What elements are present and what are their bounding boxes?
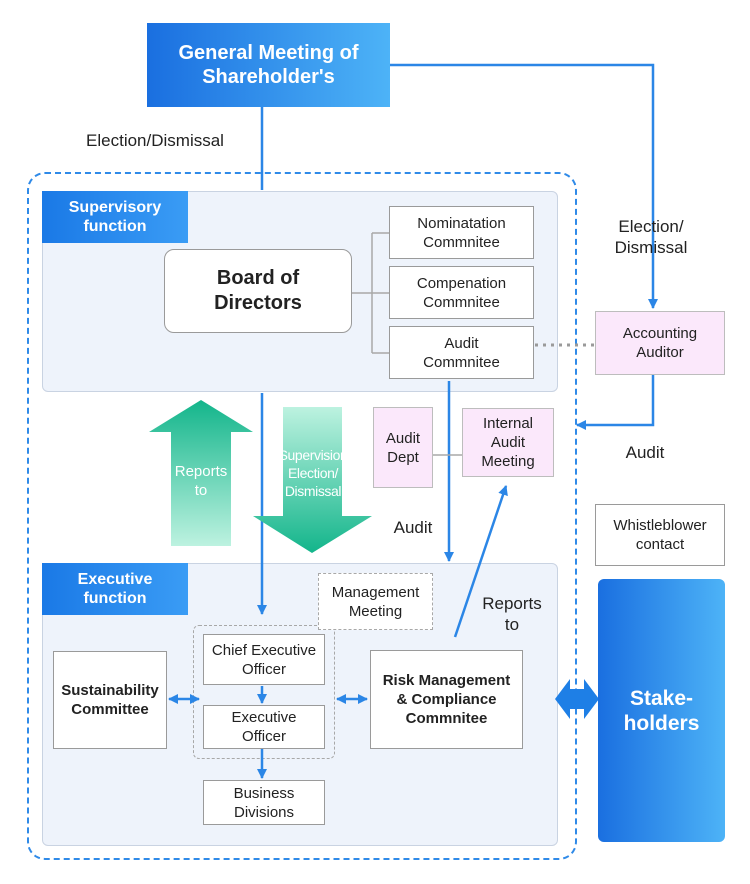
election-right-label: Election/ Dismissal bbox=[614, 217, 688, 257]
accounting-auditor-box: Accounting Auditor bbox=[595, 311, 725, 375]
shareholders-title: General Meeting of Shareholder's bbox=[178, 42, 359, 88]
auditor-audit-label: Audit bbox=[625, 443, 665, 462]
auditor-audit-arrow bbox=[576, 374, 655, 430]
reports-to-right-label: Reports to bbox=[482, 594, 542, 634]
business-divisions-box: Business Divisions bbox=[203, 780, 325, 825]
election-dismissal-label: Election/Dismissal bbox=[86, 131, 224, 150]
whistleblower-contact-box: Whistleblower contact bbox=[595, 504, 725, 566]
shareholders-to-auditor-arrow bbox=[390, 63, 658, 309]
risk-compliance-committee-box: Risk Management & Compliance Commnitee bbox=[370, 650, 523, 749]
reports-to-arrow-label: Reports to bbox=[174, 463, 228, 499]
board-of-directors-box: Board of Directors bbox=[164, 249, 352, 333]
audit-committee-box: Audit Commnitee bbox=[389, 326, 534, 379]
audit-center-label: Audit bbox=[393, 518, 433, 537]
supervision-arrow-label: Supervision Election/ Dismissal bbox=[278, 447, 348, 499]
officer-group bbox=[193, 625, 335, 759]
sustainability-committee-box: Sustainability Committee bbox=[53, 651, 167, 749]
ceo-box: Chief Executive Officer bbox=[203, 634, 325, 685]
stakeholders-box: Stake- holders bbox=[598, 579, 725, 842]
audit-dept-box: Audit Dept bbox=[373, 407, 433, 488]
supervisory-tag: Supervisory function bbox=[42, 191, 188, 243]
stakeholders-double-arrow bbox=[555, 679, 599, 719]
executive-officer-box: Executive Officer bbox=[203, 705, 325, 749]
shareholders-box: General Meeting of Shareholder's bbox=[147, 23, 390, 107]
internal-audit-meeting-box: Internal Audit Meeting bbox=[462, 408, 554, 477]
committee-bracket bbox=[352, 232, 462, 456]
nomination-committee-box: Nominatation Commnitee bbox=[389, 206, 534, 259]
risk-reports-arrow bbox=[453, 485, 508, 638]
management-meeting-box: Management Meeting bbox=[318, 573, 433, 630]
supervision-big-arrow bbox=[253, 407, 372, 553]
reports-to-big-arrow bbox=[149, 400, 253, 546]
compensation-committee-box: Compenation Commnitee bbox=[389, 266, 534, 319]
executive-tag: Executive function bbox=[42, 563, 188, 615]
governance-boundary bbox=[27, 172, 577, 860]
